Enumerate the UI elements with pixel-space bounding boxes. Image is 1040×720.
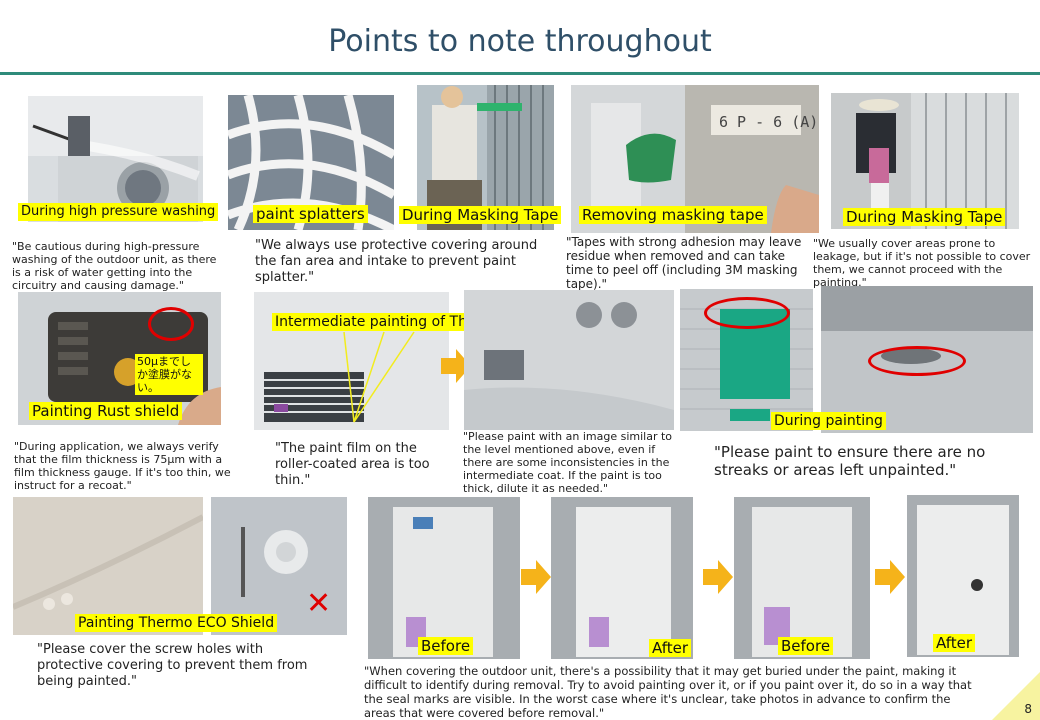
label-masking-tape-2: During Masking Tape <box>843 208 1006 226</box>
highlight-circle-floor <box>868 346 966 376</box>
page-corner-badge <box>992 672 1040 720</box>
note-roller: "The paint film on the roller-coated are… <box>275 441 430 488</box>
arrow-right-icon <box>521 560 551 594</box>
note-thickness: "During application, we always verify th… <box>14 440 231 492</box>
label-before-1: Before <box>418 637 474 655</box>
photo-after-1 <box>551 497 693 659</box>
photo-floor-spot <box>821 286 1033 433</box>
arrow-right-icon <box>875 560 905 594</box>
label-rust-shield: Painting Rust shield <box>29 402 183 420</box>
title-divider <box>0 72 1040 75</box>
label-during-painting: During painting <box>771 412 886 430</box>
x-mark-icon: ✕ <box>306 586 332 621</box>
photo-before-2 <box>734 497 870 659</box>
note-leakage: "We usually cover areas prone to leakage… <box>813 237 1031 289</box>
label-before-2: Before <box>778 637 834 655</box>
page-number: 8 <box>1024 702 1032 716</box>
photo-before-1 <box>368 497 520 659</box>
photo-after-2 <box>907 495 1019 657</box>
note-pressure-washing: "Be cautious during high-pressure washin… <box>12 240 217 292</box>
note-screw: "Please cover the screw holes with prote… <box>37 642 308 689</box>
note-streaks: "Please paint to ensure there are no str… <box>714 443 986 479</box>
photo-masking-tape-1 <box>417 85 554 230</box>
seal-text: 6 P - 6 (A) <box>719 113 818 131</box>
highlight-circle-top <box>704 297 790 329</box>
note-buried: "When covering the outdoor unit, there's… <box>364 664 972 720</box>
label-paint-splatters: paint splatters <box>253 205 368 223</box>
page-title: Points to note throughout <box>328 24 712 59</box>
photo-thermo-wall <box>13 497 203 635</box>
label-thermo-eco: Painting Thermo ECO Shield <box>75 614 278 632</box>
photo-painting-detail <box>464 290 674 430</box>
label-removing-tape: Removing masking tape <box>579 206 767 224</box>
photo-screw-hole <box>211 497 347 635</box>
note-covering: "We always use protective covering aroun… <box>255 238 538 285</box>
label-pressure-washing: During high pressure washing <box>18 203 219 221</box>
arrow-right-icon <box>703 560 733 594</box>
note-image-level: "Please paint with an image similar to t… <box>463 430 673 495</box>
photo-masking-tape-2 <box>831 93 1019 229</box>
label-jp-note: 50μまでしか塗膜がない。 <box>135 354 203 395</box>
label-after-1: After <box>649 639 692 657</box>
note-tapes: "Tapes with strong adhesion may leave re… <box>566 235 802 291</box>
photo-pressure-washing <box>28 96 203 222</box>
arrow-right-icon <box>441 349 471 383</box>
label-masking-tape-1: During Masking Tape <box>399 206 562 224</box>
label-after-2: After <box>933 634 976 652</box>
photo-during-painting <box>680 289 813 431</box>
highlight-circle-rust <box>148 307 194 341</box>
